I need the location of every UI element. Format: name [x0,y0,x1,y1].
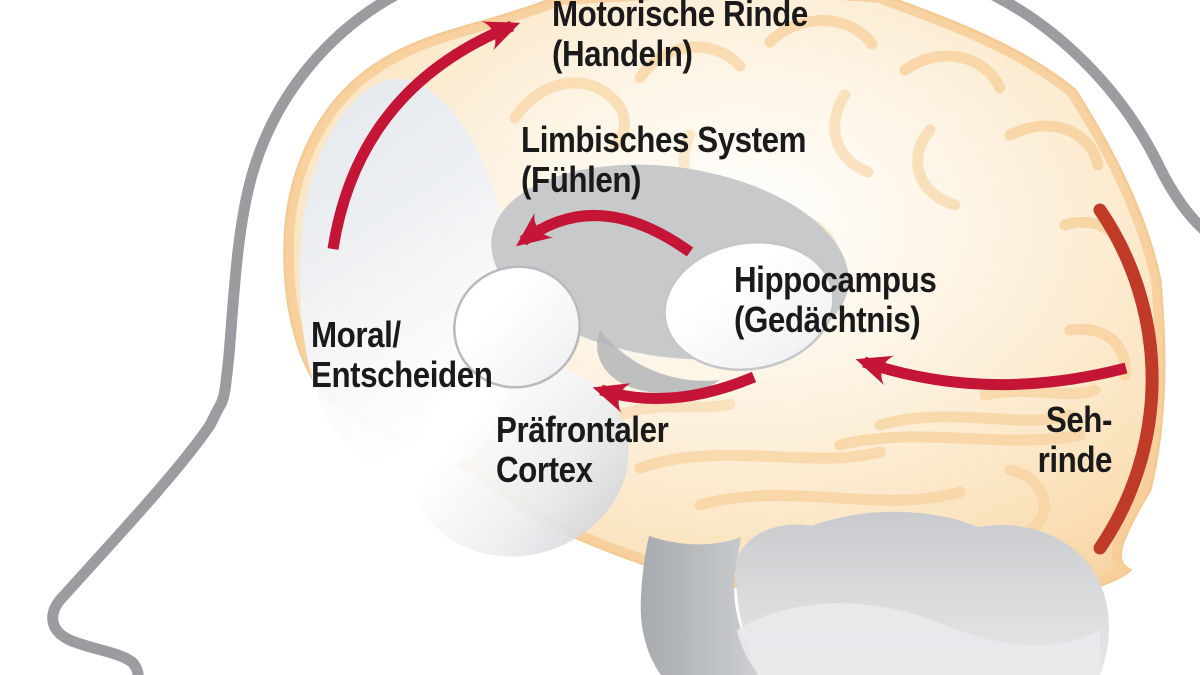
label-hippocampus-line2: (Gedächtnis) [734,299,921,340]
label-prefrontal-cortex-line1: Präfrontaler [496,409,669,450]
label-prefrontal-cortex-line2: Cortex [496,449,593,490]
label-moral-decision-line1: Moral/ [311,314,401,355]
label-motor-cortex-line2: (Handeln) [552,33,693,74]
label-limbic-system: Limbisches System (Fühlen) [521,120,806,200]
arrow-to-limbic-system [515,210,694,257]
label-limbic-system-line1: Limbisches System [521,119,807,160]
head-outline-right [990,0,1200,234]
label-limbic-system-line2: (Fühlen) [521,159,642,200]
prefrontal-region-shape [411,363,629,557]
label-visual-cortex-line1: Seh- [1045,399,1113,440]
label-hippocampus: Hippocampus (Gedächtnis) [734,259,937,340]
label-hippocampus-line1: Hippocampus [734,259,937,300]
midbrain-wedge-shape [597,330,720,394]
label-moral-decision: Moral/ Entscheiden [311,314,493,395]
label-moral-decision-line2: Entscheiden [311,354,493,395]
thalamus-oval [453,265,581,389]
label-visual-cortex: Seh- rinde [1025,399,1113,480]
hippocampus-oval [663,240,835,372]
label-prefrontal-cortex: Präfrontaler Cortex [496,409,669,490]
head-outline [47,0,1200,675]
label-motor-cortex: Motorische Rinde (Handeln) [552,0,808,74]
head-outline-left [47,0,399,675]
label-motor-cortex-line1: Motorische Rinde [552,0,808,34]
arrow-to-motor-cortex [327,20,521,250]
arrow-visual-to-hippocampus [855,355,1128,391]
arrow-hippocampus-to-prefrontal [592,371,757,413]
label-visual-cortex-line2: rinde [1037,439,1113,480]
visual-cortex-arc [1093,203,1159,555]
cerebellum-lower-lobe [737,603,1100,675]
